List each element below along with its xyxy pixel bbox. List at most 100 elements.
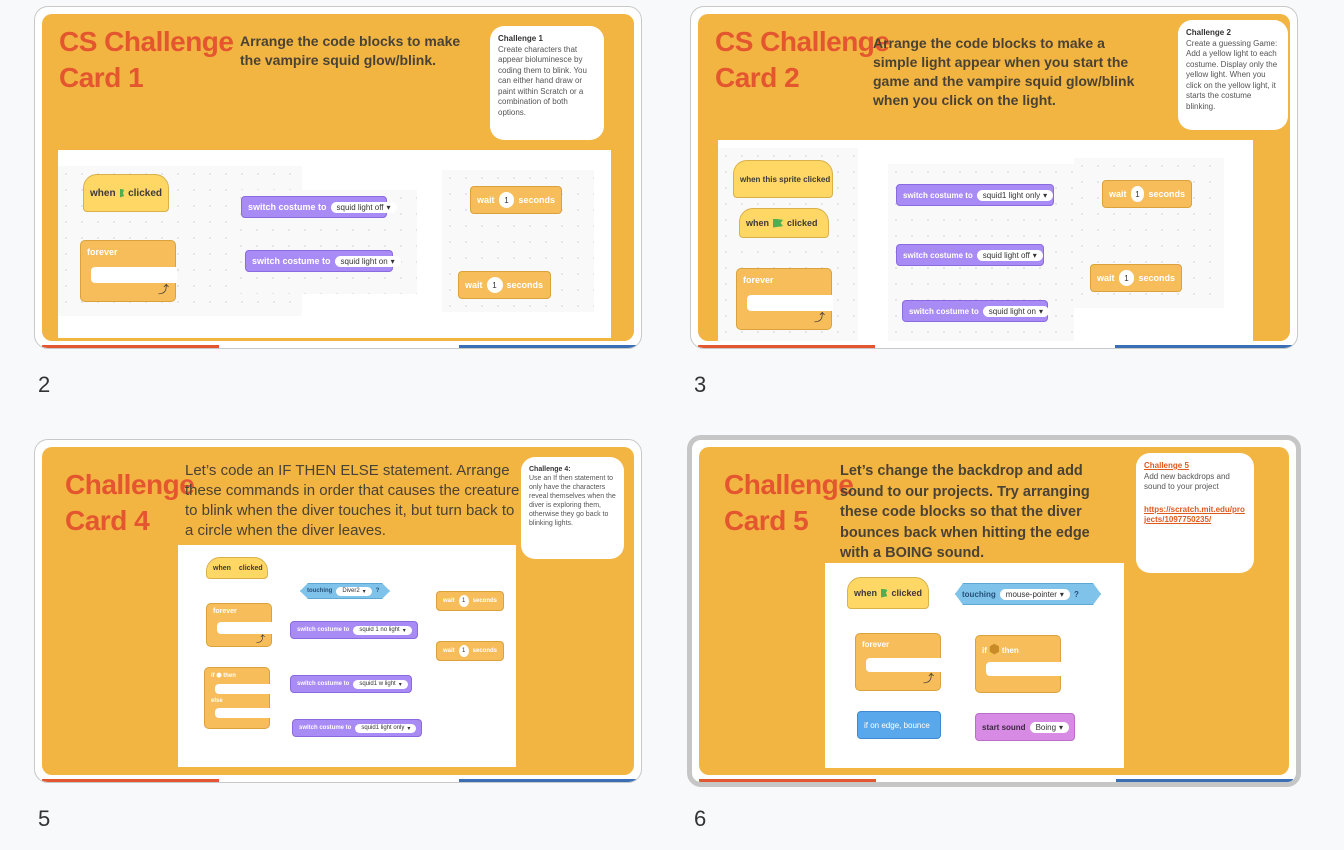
loop-arrow-icon: ⤴ [923, 673, 934, 685]
wait-value[interactable]: 1 [486, 277, 503, 293]
slide-thumbnail-1[interactable]: CS Challenge Card 1 Arrange the code blo… [34, 6, 642, 349]
sprite-dropdown[interactable]: Diver2▾ [336, 587, 371, 596]
block-text: switch costume to [903, 250, 973, 260]
title-line-1: CS Challenge [715, 26, 890, 57]
title-line-2: Card 1 [59, 62, 144, 93]
accent-stripe-red [699, 779, 876, 782]
forever-block[interactable]: forever ⤴ [736, 268, 833, 330]
green-flag-icon [773, 218, 784, 228]
title-line-2: Card 5 [724, 505, 809, 536]
block-text: when [854, 588, 878, 598]
sound-dropdown[interactable]: Boing▾ [1029, 721, 1070, 733]
block-mouth [217, 622, 273, 634]
wait-value[interactable]: 1 [458, 645, 469, 657]
if-then-else-block[interactable]: if ⬢ then else [204, 667, 271, 729]
block-text: clicked [891, 588, 922, 598]
block-text: wait [1097, 273, 1115, 283]
note-body: Add new backdrops and sound to your proj… [1144, 471, 1230, 492]
title-line-1: CS Challenge [59, 26, 234, 57]
instruction-text: Let’s code an IF THEN ELSE statement. Ar… [185, 462, 520, 539]
costume-dropdown[interactable]: squid light on▾ [982, 305, 1049, 317]
when-sprite-clicked-block[interactable]: when this sprite clicked [733, 160, 833, 198]
forever-block[interactable]: forever ⤴ [206, 603, 273, 647]
block-mouth [986, 662, 1062, 676]
dropdown-value: squid light off [336, 202, 384, 212]
if-on-edge-bounce-block[interactable]: if on edge, bounce [857, 711, 941, 739]
block-text: seconds [472, 648, 497, 654]
costume-dropdown[interactable]: squid light on▾ [334, 255, 401, 267]
slide-thumbnail-4[interactable]: Challenge Card 5 Let’s change the backdr… [687, 435, 1301, 787]
else-label: else [211, 698, 223, 704]
dropdown-value: squid 1 no light [359, 627, 400, 633]
wait-value[interactable]: 1 [1130, 186, 1145, 202]
block-text: wait [465, 280, 483, 290]
costume-dropdown[interactable]: squid1 light only▾ [976, 189, 1054, 201]
note-body: Create characters that appear biolumines… [498, 44, 587, 117]
instruction-text: Arrange the code blocks to make the vamp… [240, 33, 461, 68]
wait-value[interactable]: 1 [458, 595, 469, 607]
when-flag-clicked-block[interactable]: when clicked [847, 577, 929, 609]
challenge-card-2: CS Challenge Card 2 Arrange the code blo… [698, 14, 1290, 341]
block-text: forever [87, 247, 118, 257]
title-line-2: Card 4 [65, 505, 150, 536]
forever-block[interactable]: forever ⤴ [80, 240, 177, 302]
block-mouth [747, 295, 833, 311]
note-title[interactable]: Challenge 5 [1144, 461, 1189, 470]
wait-value[interactable]: 1 [498, 192, 515, 208]
sprite-dropdown[interactable]: mouse-pointer▾ [1000, 589, 1070, 600]
dropdown-value: squid1 w light [359, 681, 396, 687]
then-label: then [1001, 646, 1019, 655]
accent-stripe-red [698, 345, 875, 348]
costume-dropdown[interactable]: squid light off▾ [330, 201, 397, 213]
dropdown-value: squid light on [988, 306, 1036, 316]
block-text: clicked [128, 187, 162, 199]
slide-thumbnail-2[interactable]: CS Challenge Card 2 Arrange the code blo… [690, 6, 1298, 349]
wait-value[interactable]: 1 [1118, 270, 1135, 286]
block-text: switch costume to [248, 202, 327, 212]
slide-number: 3 [694, 372, 707, 397]
block-text: start sound [982, 722, 1026, 732]
block-text: if on edge, bounce [864, 720, 930, 730]
costume-dropdown[interactable]: squid light off▾ [976, 249, 1043, 261]
costume-dropdown[interactable]: squid1 w light▾ [353, 679, 408, 689]
block-text: wait [477, 195, 495, 205]
challenge-card-1: CS Challenge Card 1 Arrange the code blo… [42, 14, 634, 341]
block-text: wait [443, 598, 455, 604]
loop-arrow-icon: ⤴ [255, 634, 265, 644]
block-text: touching [307, 588, 333, 594]
note-link[interactable]: https://scratch.mit.edu/projects/1097750… [1144, 504, 1245, 525]
note-body: Create a guessing Game: Add a yellow lig… [1186, 38, 1278, 111]
then-label: then [223, 673, 236, 679]
card-title: CS Challenge Card 1 [59, 24, 234, 96]
loop-arrow-icon: ⤴ [814, 312, 825, 324]
block-text: when [746, 218, 770, 228]
if-then-block[interactable]: if ⬢ then [975, 635, 1062, 693]
dropdown-value: squid1 light only [982, 190, 1041, 200]
slide-thumbnail-3[interactable]: Challenge Card 4 Let’s code an IF THEN E… [34, 439, 642, 783]
costume-dropdown[interactable]: squid 1 no light▾ [353, 625, 412, 635]
costume-dropdown[interactable]: squid1 light only▾ [355, 723, 417, 733]
forever-block[interactable]: forever ⤴ [855, 633, 942, 691]
